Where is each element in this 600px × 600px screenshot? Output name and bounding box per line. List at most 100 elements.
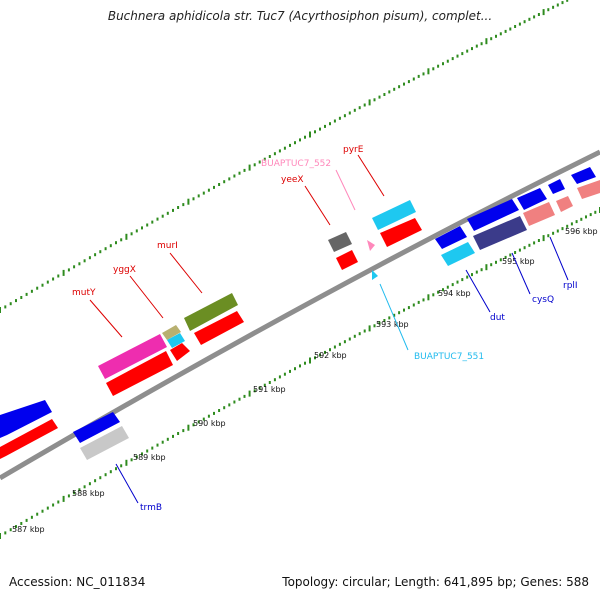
gene-arrow[interactable] [73,412,120,443]
gene-arrow[interactable] [435,226,467,249]
minor-tick [504,29,507,33]
gene-arrow[interactable] [184,293,238,331]
minor-tick [403,308,405,312]
gene-arrow[interactable] [380,218,422,247]
minor-tick [407,306,410,310]
gene-arrow[interactable] [523,202,555,226]
minor-tick [104,473,107,477]
minor-tick [324,124,326,128]
minor-tick [495,260,497,264]
minor-tick [461,278,464,282]
minor-tick [552,5,555,9]
minor-tick [319,353,321,357]
minor-tick [283,372,286,376]
minor-tick [514,25,517,28]
minor-tick [528,17,531,21]
minor-tick [437,64,440,68]
gene-arrow[interactable] [328,232,352,252]
minor-tick [192,423,195,427]
minor-tick [141,226,143,230]
minor-tick [509,27,512,31]
gene-arrow[interactable] [80,426,129,460]
minor-tick [289,369,291,373]
minor-tick [223,180,226,184]
minor-tick [490,37,493,41]
leader-dut [465,269,491,313]
gene-arrow[interactable] [162,325,181,340]
minor-tick [258,386,261,390]
major-tick [368,325,371,332]
minor-tick [523,20,526,24]
gene-arrow[interactable] [548,179,565,194]
minor-tick [135,455,138,459]
minor-tick [30,289,33,293]
major-tick [248,164,251,171]
gene-arrow[interactable] [98,334,167,379]
gene-label-mutY: mutY [72,288,96,298]
gene-arrow[interactable] [467,199,519,231]
minor-tick [466,275,469,279]
minor-tick [223,406,226,410]
gene-arrow[interactable] [0,419,58,459]
minor-tick [537,13,540,16]
minor-tick [412,77,415,81]
minor-tick [446,59,449,63]
gene-arrow[interactable] [556,196,573,212]
minor-tick [451,57,454,61]
minor-tick [333,119,336,123]
gene-arrow[interactable] [571,167,596,184]
tick-dots [0,0,600,539]
minor-tick [499,258,502,262]
minor-tick [94,253,97,257]
minor-tick [495,34,497,38]
gene-arrow[interactable] [194,311,244,345]
gene-arrow[interactable] [577,180,600,199]
major-tick [187,424,190,431]
minor-tick [41,283,44,287]
minor-tick [156,443,159,447]
gene-arrow[interactable] [367,240,375,251]
minor-tick [480,268,483,272]
minor-tick [268,155,271,158]
gene-arrow[interactable] [473,216,527,250]
gene-arrow[interactable] [372,200,416,230]
minor-tick [213,185,215,189]
minor-tick [207,414,210,418]
gene-arrow[interactable] [0,400,52,438]
minor-tick [566,0,569,2]
gene-arrow[interactable] [106,351,173,396]
minor-tick [228,177,231,181]
major-tick [62,269,65,276]
minor-tick [9,528,12,532]
minor-tick [73,265,76,269]
scale-label-589: 589 kbp [133,453,166,462]
leader-cysQ [511,252,531,295]
minor-tick [552,231,555,235]
minor-tick [432,293,435,297]
gene-arrow[interactable] [441,242,475,266]
gene-arrow[interactable] [372,270,378,280]
minor-tick [46,506,49,510]
gene-arrow[interactable] [170,343,190,361]
leader-buaptuc7-551 [379,283,409,351]
gene-label-buaptuc7-551: BUAPTUC7_551 [414,352,484,362]
minor-tick [4,305,7,309]
minor-tick [319,127,321,131]
minor-tick [432,67,435,71]
minor-tick [207,188,210,192]
minor-tick [589,213,592,217]
minor-tick [466,49,469,53]
gene-label-rplI: rplI [563,281,578,291]
minor-tick [130,458,133,462]
minor-tick [30,515,33,519]
minor-tick [348,337,351,341]
minor-tick [109,244,112,248]
minor-tick [15,525,17,529]
map-title: Buchnera aphidicola str. Tuc7 (Acyrthosi… [107,9,493,23]
gene-arrow[interactable] [336,250,358,270]
minor-tick [263,157,266,161]
minor-tick [461,52,464,56]
minor-tick [238,171,241,175]
gene-arrow[interactable] [167,333,185,348]
gene-arrow[interactable] [517,188,547,210]
